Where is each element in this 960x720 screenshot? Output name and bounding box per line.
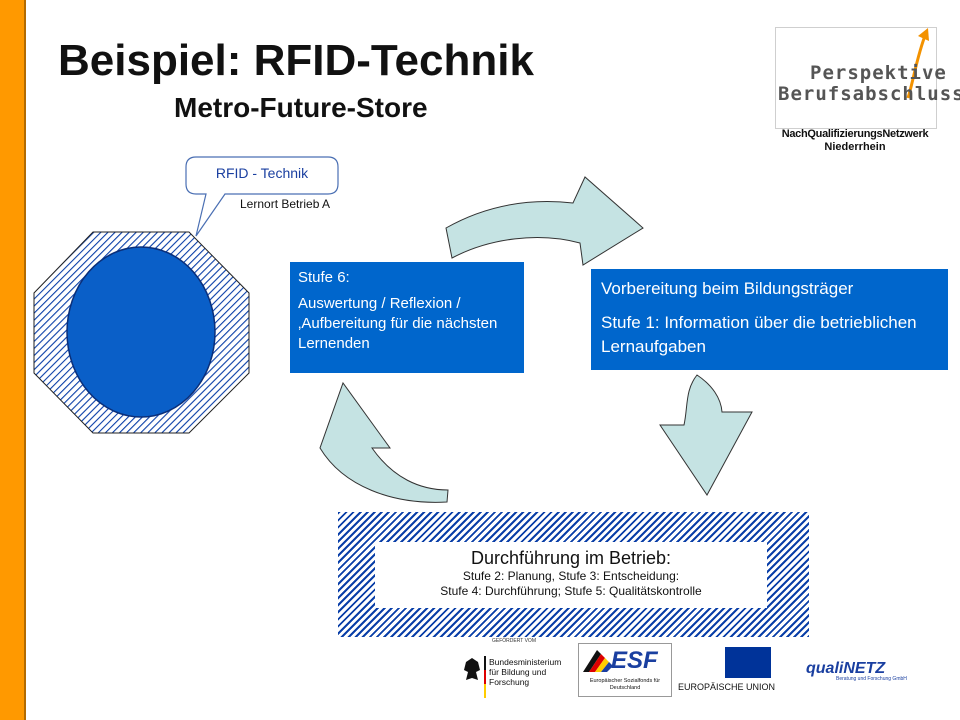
esf-logo: ESF Europäischer Sozialfonds für Deutsch…	[578, 643, 672, 697]
eu-flag-icon	[725, 647, 771, 678]
esf-stripes-icon	[583, 650, 613, 672]
qualinetz-logo: qualiNETZ	[806, 660, 886, 677]
logo-caption-region: Niederrhein	[824, 141, 886, 153]
arrow-left-curved	[319, 381, 449, 503]
company-stages-line2: Stufe 4: Durchführung; Stufe 5: Qualität…	[440, 584, 702, 598]
company-stages-line1: Stufe 2: Planung, Stufe 3: Entscheidung:	[462, 569, 680, 583]
funding-label: GEFÖRDERT VOM	[492, 638, 536, 644]
bmbf-text: Bundesministerium für Bildung und Forsch…	[489, 657, 562, 687]
stage6-text: Auswertung / Reflexion / ‚Aufbereitung f…	[298, 295, 498, 352]
slide-subtitle: Metro-Future-Store	[174, 92, 428, 123]
callout-rfid-label: RFID - Technik	[215, 165, 309, 181]
perspektive-logo: Perspektive Berufsabschluss	[775, 27, 960, 129]
stage6-heading: Stufe 6:	[298, 269, 350, 286]
orange-side-bar	[0, 0, 26, 720]
logo-text-line2: Berufsabschluss	[778, 83, 960, 105]
qualinetz-subtitle: Beratung und Forschung GmbH	[836, 676, 907, 682]
blue-circle	[66, 246, 216, 418]
eu-label: EUROPÄISCHE UNION	[678, 682, 776, 692]
stage6-box: Stufe 6: Auswertung / Reflexion / ‚Aufbe…	[290, 262, 524, 373]
slide-title: Beispiel: RFID-Technik	[58, 36, 534, 85]
logo-swoosh-icon	[906, 28, 929, 99]
bmbf-logo: Bundesministerium für Bildung und Forsch…	[458, 652, 573, 704]
eagle-icon	[464, 656, 486, 698]
arrow-top-curved	[445, 176, 644, 266]
company-execution-box: Durchführung im Betrieb: Stufe 2: Planun…	[375, 542, 767, 608]
company-heading: Durchführung im Betrieb:	[470, 548, 672, 568]
octagon-shape	[33, 231, 250, 434]
callout-location-label: Lernort Betrieb A	[240, 197, 331, 211]
stage1-text: Stufe 1: Information über die betrieblic…	[601, 313, 917, 356]
logo-text-line1: Perspektive	[810, 62, 947, 84]
esf-word: ESF	[611, 647, 658, 674]
stage1-heading: Vorbereitung beim Bildungsträger	[601, 279, 854, 298]
logo-caption-network: NachQualifizierungsNetzwerk	[781, 128, 929, 140]
arrow-right-curved	[659, 374, 753, 496]
esf-subtitle: Europäischer Sozialfonds für Deutschland	[589, 678, 661, 691]
stage1-box: Vorbereitung beim Bildungsträger Stufe 1…	[591, 269, 948, 370]
